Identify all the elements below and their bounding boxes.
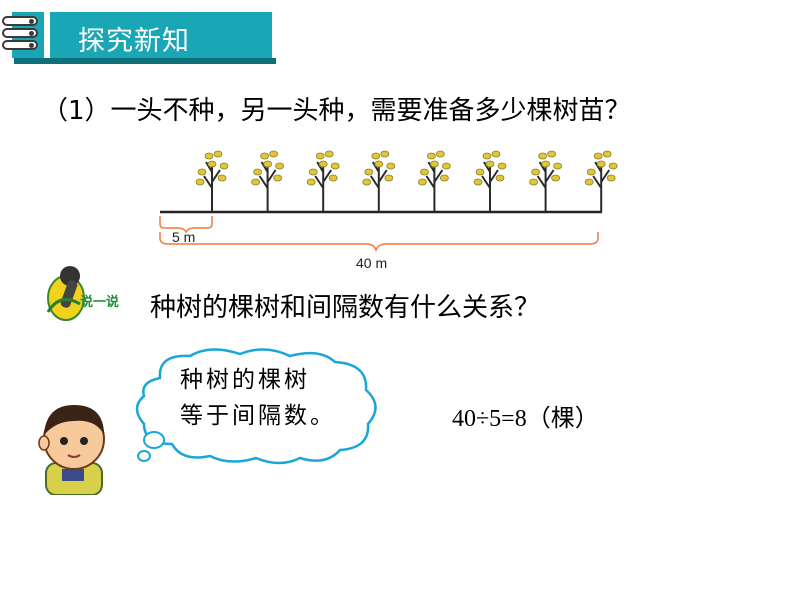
header-bar bbox=[12, 12, 272, 58]
interval-label: 5 m bbox=[172, 229, 195, 245]
total-label: 40 m bbox=[356, 255, 387, 271]
binder-ring-icon bbox=[2, 16, 38, 26]
tree-planting-diagram: 5 m 40 m bbox=[159, 150, 618, 271]
tree-icon bbox=[362, 150, 396, 212]
binder-ring-icon bbox=[2, 40, 38, 50]
section-header-tab: 探究新知 bbox=[0, 4, 276, 64]
thought-line-2: 等于间隔数。 bbox=[180, 403, 336, 429]
binder-ring-icon bbox=[2, 28, 38, 38]
question-text: （1）一头不种，另一头种，需要准备多少棵树苗？ bbox=[42, 96, 631, 126]
header-bar-shadow bbox=[14, 58, 276, 64]
header-notch bbox=[44, 12, 50, 58]
tree-icon bbox=[417, 150, 451, 212]
discussion-prompt: 种树的棵树和间隔数有什么关系？ bbox=[150, 293, 541, 323]
boy-avatar bbox=[38, 405, 105, 495]
tree-icon bbox=[251, 150, 285, 212]
say-it-label: 说一说 bbox=[80, 294, 119, 310]
total-bracket bbox=[159, 232, 599, 253]
tree-icon bbox=[306, 150, 340, 212]
tree-row bbox=[195, 150, 618, 212]
equation: 40÷5=8（棵） bbox=[452, 406, 599, 432]
tree-icon bbox=[529, 150, 563, 212]
thought-bubble-text: 种树的棵树 等于间隔数。 bbox=[180, 362, 380, 434]
tree-icon bbox=[473, 150, 507, 212]
tree-icon bbox=[195, 150, 229, 212]
tree-icon bbox=[584, 150, 618, 212]
thought-bubble bbox=[135, 348, 377, 465]
section-title: 探究新知 bbox=[78, 26, 190, 57]
thought-line-1: 种树的棵树 bbox=[180, 367, 310, 393]
interval-bracket bbox=[159, 216, 213, 234]
say-it-icon: 说一说 bbox=[46, 266, 119, 321]
